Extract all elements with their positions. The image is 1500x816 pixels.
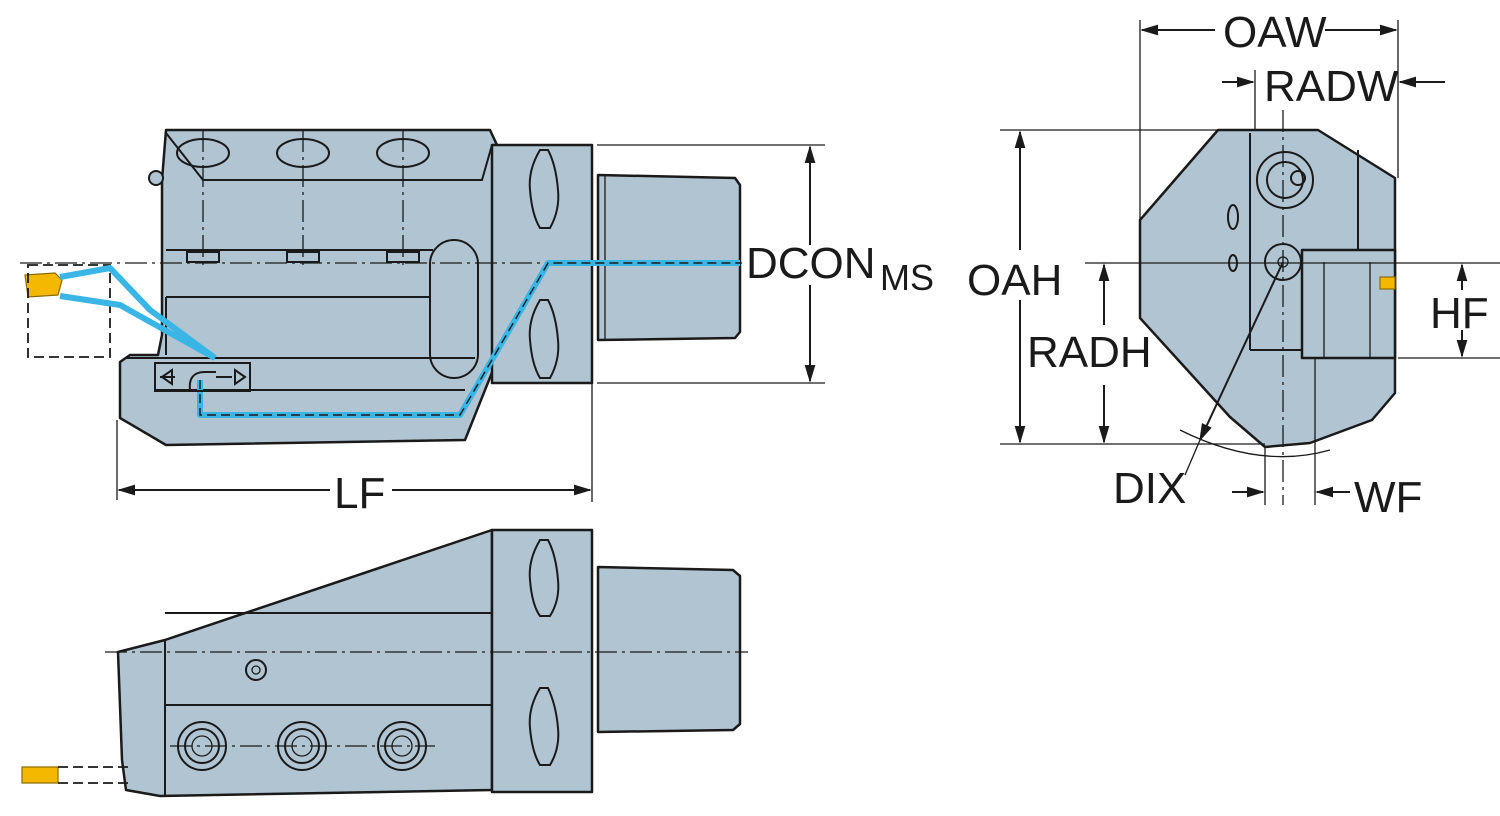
oah-label: OAH [967,256,1062,305]
adjust-arrows-icon [160,368,173,386]
cutting-insert-end [1379,276,1396,290]
holder-body [118,128,499,447]
lf-label: LF [334,469,385,518]
cutting-insert [24,272,63,298]
dix-label: DIX [1113,464,1186,513]
dcon-subscript: MS [880,257,934,298]
flange-top [490,528,594,794]
hf-label: HF [1430,289,1489,338]
capto-shank-top [596,565,742,734]
insert-pocket [1300,248,1397,360]
dcon-label: DCON [746,239,876,288]
wf-label: WF [1354,473,1422,522]
top-view [21,528,748,798]
radw-label: RADW [1264,62,1399,111]
holder-end-body [1138,128,1397,449]
capto-shank [596,173,742,342]
coolant-tap-icon [154,362,251,392]
coolant-connector [1256,151,1314,209]
radh-label: RADH [1027,328,1152,377]
clamp-slot [429,239,479,379]
end-view: OAW RADW OAH RADH HF DIX WF [967,8,1500,522]
cutting-insert-top [21,766,59,784]
side-view: DCON MS LF [20,128,934,518]
oaw-label: OAW [1223,8,1327,57]
